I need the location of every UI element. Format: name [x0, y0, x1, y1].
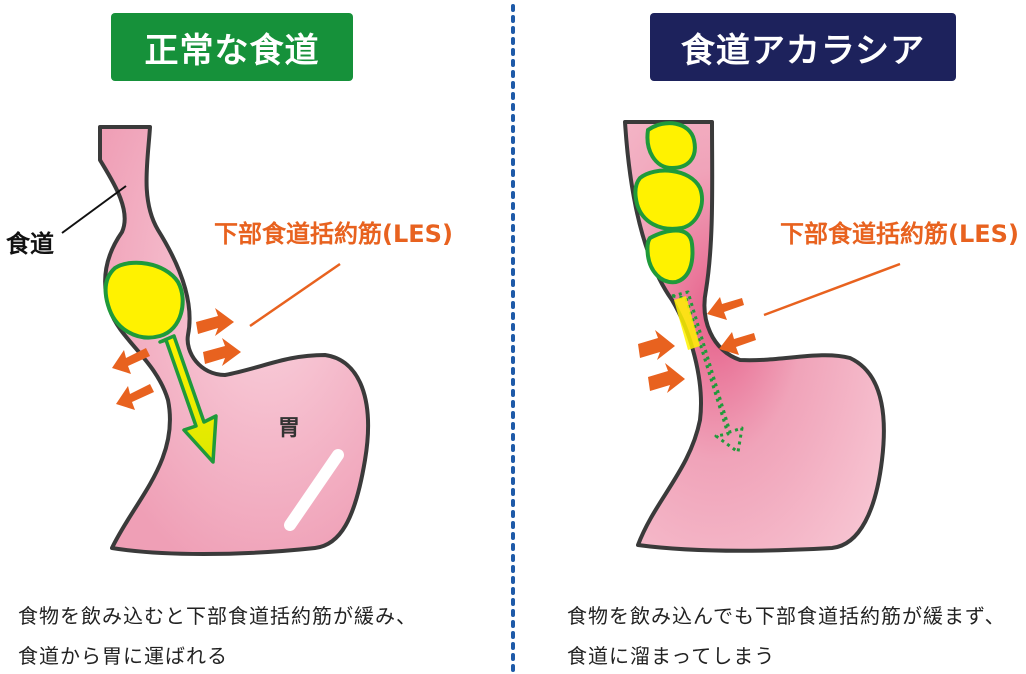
- orange-arrow: [719, 332, 756, 355]
- food-bolus: [633, 168, 704, 231]
- normal-organ-shape: [98, 125, 370, 556]
- orange-arrow: [707, 297, 744, 320]
- orange-arrow: [648, 363, 685, 393]
- food-bolus: [645, 228, 695, 285]
- les-pointer-line-right: [763, 262, 901, 317]
- stomach-highlight: [284, 449, 344, 531]
- normal-esophagus-title: 正常な食道: [111, 13, 353, 81]
- achalasia-caption-line2: 食道に溜まってしまう: [567, 644, 776, 668]
- food-bolus: [103, 260, 185, 340]
- orange-arrow: [196, 308, 234, 336]
- normal-esophagus-illustration: [61, 125, 370, 556]
- relaxation-arrows: [112, 308, 241, 410]
- food-bolus: [645, 121, 697, 171]
- achalasia-caption-line1: 食物を飲み込んでも下部食道括約筋が緩まず、: [567, 604, 1006, 628]
- blocked-food-trace: [674, 296, 700, 350]
- les-pointer-line-left: [249, 262, 341, 328]
- normal-caption-line1: 食物を飲み込むと下部食道括約筋が緩み、: [18, 604, 417, 628]
- esophagus-pointer-line: [61, 185, 127, 234]
- normal-caption-line2: 食道から胃に運ばれる: [18, 644, 228, 668]
- achalasia-title: 食道アカラシア: [650, 13, 956, 81]
- esophagus-label: 食道: [6, 230, 54, 258]
- passage-arrow: [158, 334, 218, 464]
- blocked-passage-arrow: [670, 290, 744, 454]
- orange-arrow: [116, 384, 154, 410]
- achalasia-illustration: [623, 120, 901, 553]
- les-label-left: 下部食道括約筋(LES): [214, 220, 453, 248]
- stomach-label: 胃: [278, 416, 301, 441]
- contraction-arrows: [638, 297, 756, 393]
- les-label-right: 下部食道括約筋(LES): [780, 220, 1019, 248]
- orange-arrow: [203, 338, 241, 366]
- orange-arrow: [638, 330, 675, 360]
- orange-arrow: [112, 348, 150, 374]
